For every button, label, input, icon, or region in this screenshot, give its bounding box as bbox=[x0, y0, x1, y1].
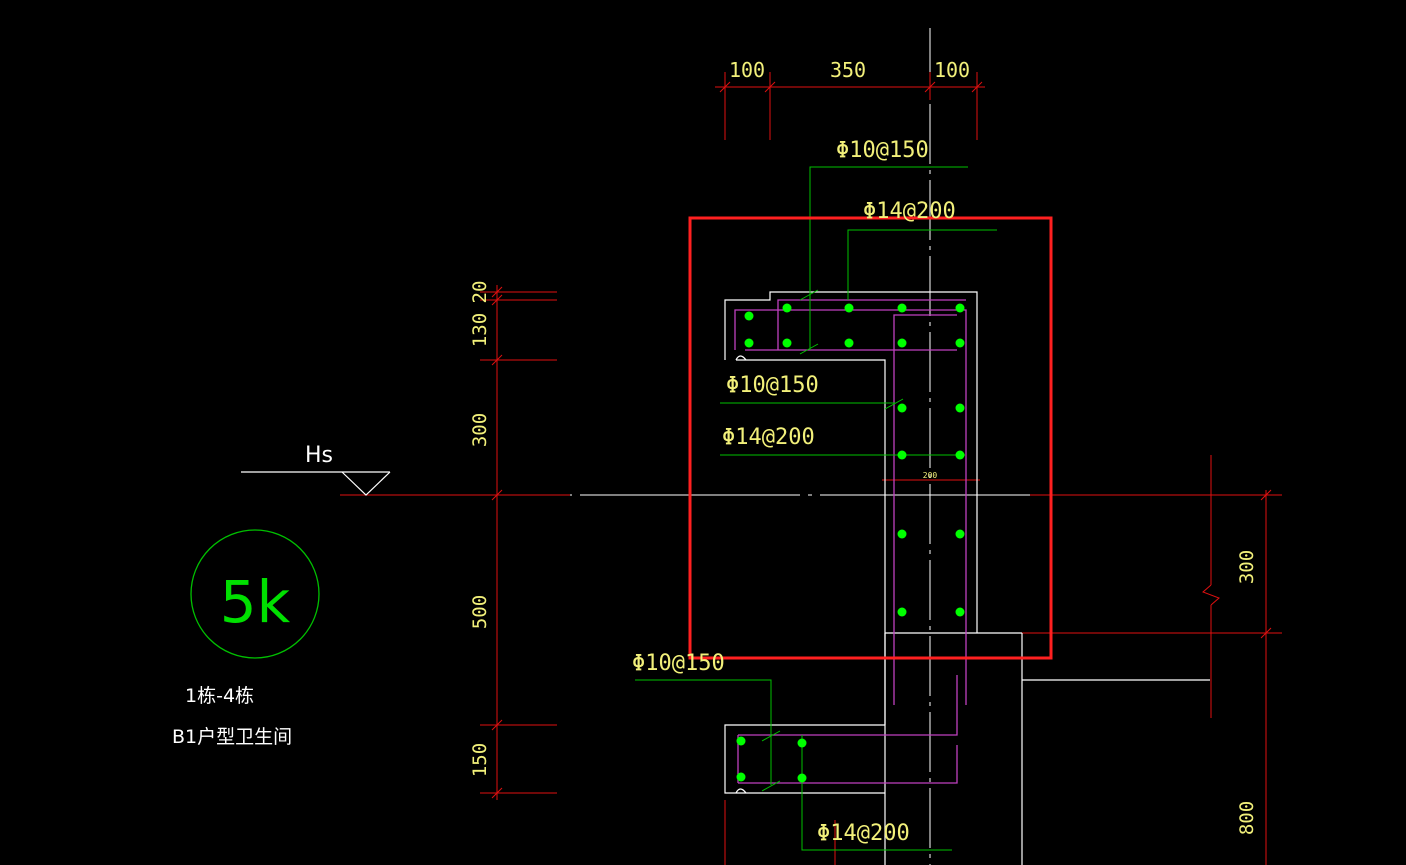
rebar-label-bottom-main: Φ14@200 bbox=[817, 821, 910, 846]
highlight-selection-box bbox=[688, 216, 1053, 660]
rebar-label-bottom-stirrup: Φ10@150 bbox=[632, 651, 725, 676]
rebar-dot bbox=[897, 529, 907, 539]
rebar-dot bbox=[844, 303, 854, 313]
dim-left-3: 300 bbox=[469, 413, 491, 447]
dim-top-1: 100 bbox=[729, 58, 765, 82]
rebar-dot bbox=[744, 338, 754, 348]
rebar-dot bbox=[797, 773, 807, 783]
wall-slab-outline bbox=[724, 291, 1210, 865]
top-slab-outline bbox=[724, 291, 978, 633]
bottom-slab-bar-lower bbox=[738, 745, 958, 784]
wall-inner-bar bbox=[893, 314, 957, 705]
rebar-dot bbox=[744, 311, 754, 321]
note-line-2: B1户型卫生间 bbox=[172, 726, 292, 748]
rebar-dot bbox=[897, 607, 907, 617]
rebar-dot bbox=[955, 403, 965, 413]
dim-right-1: 300 bbox=[1236, 550, 1258, 584]
dim-right-2: 800 bbox=[1236, 801, 1258, 835]
dim-top-3: 100 bbox=[934, 58, 970, 82]
dim-left-5: 150 bbox=[469, 743, 491, 777]
rebar-label-mid-stirrup: Φ10@150 bbox=[726, 373, 819, 398]
break-mark-top bbox=[735, 355, 747, 361]
bottom-slab-outline bbox=[724, 724, 885, 794]
rebar-label-mid-main: Φ14@200 bbox=[722, 425, 815, 450]
rebar-label-top-stirrup: Φ10@150 bbox=[836, 138, 929, 163]
rebar-dot bbox=[782, 338, 792, 348]
dim-top-2: 350 bbox=[830, 58, 866, 82]
rebar-dot bbox=[897, 403, 907, 413]
dim-left-1: 20 bbox=[469, 281, 491, 304]
detail-symbol-circle bbox=[190, 529, 320, 659]
rebar-dot bbox=[844, 338, 854, 348]
bottom-slab-bar-upper bbox=[738, 675, 958, 736]
wall-left-face bbox=[736, 359, 886, 725]
dim-inner: 200 bbox=[923, 471, 938, 480]
rebar-dot bbox=[897, 450, 907, 460]
rebar-dot bbox=[736, 736, 746, 746]
rebar-dot bbox=[955, 338, 965, 348]
detail-symbol-label: 5k bbox=[220, 568, 291, 636]
dim-left-4: 500 bbox=[469, 595, 491, 629]
level-marker bbox=[241, 471, 391, 496]
rebar-dot bbox=[782, 303, 792, 313]
note-line-1: 1栋-4栋 bbox=[185, 685, 254, 707]
break-mark-bottom bbox=[735, 788, 747, 794]
top-inner-bar bbox=[777, 299, 966, 350]
rebar-dots bbox=[736, 303, 965, 783]
level-marker-label: Hs bbox=[305, 443, 333, 468]
top-slab-bar-upper bbox=[734, 309, 967, 705]
dim-left-2: 130 bbox=[469, 313, 491, 347]
rebar-dot bbox=[955, 303, 965, 313]
rebar-dot bbox=[955, 607, 965, 617]
rebar-dot bbox=[897, 303, 907, 313]
rebar-label-top-main: Φ14@200 bbox=[863, 199, 956, 224]
rebar-dot bbox=[955, 529, 965, 539]
rebar-dot bbox=[797, 738, 807, 748]
rebar-dot bbox=[955, 450, 965, 460]
leader-lines bbox=[635, 166, 997, 851]
rebar-dot bbox=[897, 338, 907, 348]
dimension-lines bbox=[340, 72, 1282, 865]
rebar-dot bbox=[736, 772, 746, 782]
